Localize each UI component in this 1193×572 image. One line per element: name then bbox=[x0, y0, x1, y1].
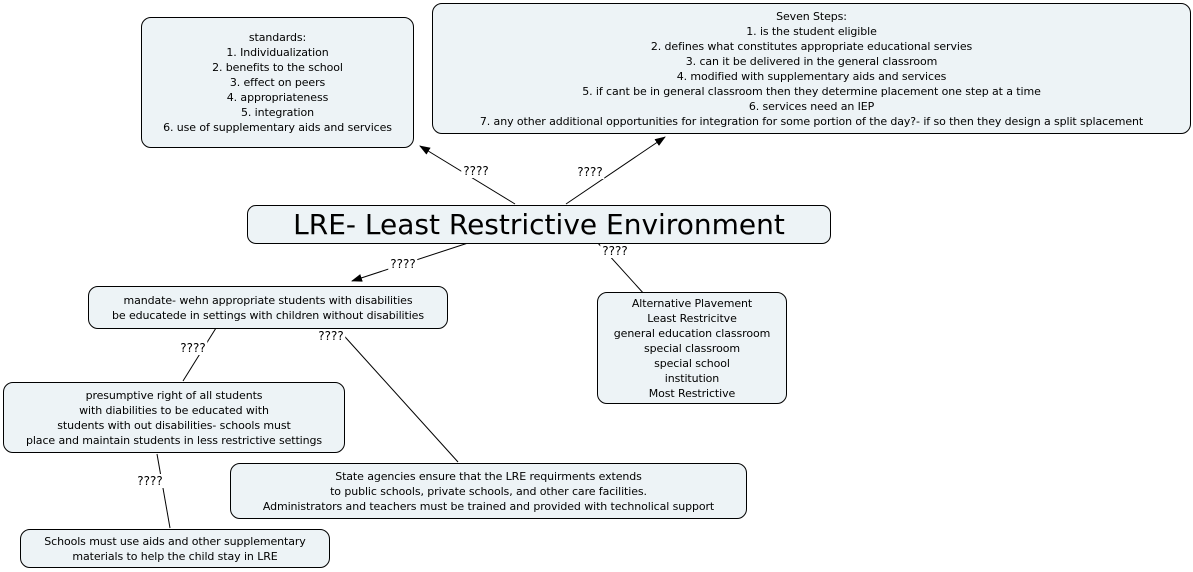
concept-node-alternative-placement-text: Alternative Plavement Least Restricitve … bbox=[613, 296, 771, 400]
concept-node-state-agencies[interactable]: State agencies ensure that the LRE requi… bbox=[230, 463, 747, 519]
concept-node-lre-text: LRE- Least Restrictive Environment bbox=[293, 207, 785, 241]
link-label-presumptive-to-schools[interactable]: ???? bbox=[135, 474, 165, 488]
connector-line-mandate-to-state bbox=[336, 327, 459, 463]
concept-node-standards-text: standards: 1. Individualization 2. benef… bbox=[163, 31, 392, 134]
concept-node-schools-aids-text: Schools must use aids and other suppleme… bbox=[44, 534, 306, 563]
link-label-to-mandate[interactable]: ???? bbox=[388, 257, 418, 271]
concept-node-mandate[interactable]: mandate- wehn appropriate students with … bbox=[88, 286, 448, 329]
link-label-mandate-to-state[interactable]: ???? bbox=[316, 329, 346, 343]
concept-node-seven-steps[interactable]: Seven Steps: 1. is the student eligible … bbox=[432, 3, 1191, 134]
concept-node-lre-title[interactable]: LRE- Least Restrictive Environment bbox=[247, 205, 831, 244]
concept-node-state-agencies-text: State agencies ensure that the LRE requi… bbox=[262, 469, 715, 513]
link-label-to-alternative[interactable]: ???? bbox=[600, 244, 630, 258]
concept-node-presumptive-right[interactable]: presumptive right of all students with d… bbox=[3, 382, 345, 453]
concept-node-standards[interactable]: standards: 1. Individualization 2. benef… bbox=[141, 17, 414, 148]
concept-node-alternative-placement[interactable]: Alternative Plavement Least Restricitve … bbox=[597, 292, 787, 404]
connector-line-presumptive-to-schools bbox=[156, 453, 171, 529]
concept-node-seven-steps-text: Seven Steps: 1. is the student eligible … bbox=[479, 9, 1144, 128]
concept-node-mandate-text: mandate- wehn appropriate students with … bbox=[112, 293, 424, 322]
link-label-mandate-to-presumptive[interactable]: ???? bbox=[178, 341, 208, 355]
link-label-to-seven-steps[interactable]: ???? bbox=[575, 165, 605, 179]
link-label-to-standards[interactable]: ???? bbox=[461, 164, 491, 178]
concept-node-schools-aids[interactable]: Schools must use aids and other suppleme… bbox=[20, 529, 330, 568]
concept-node-presumptive-right-text: presumptive right of all students with d… bbox=[25, 388, 323, 447]
